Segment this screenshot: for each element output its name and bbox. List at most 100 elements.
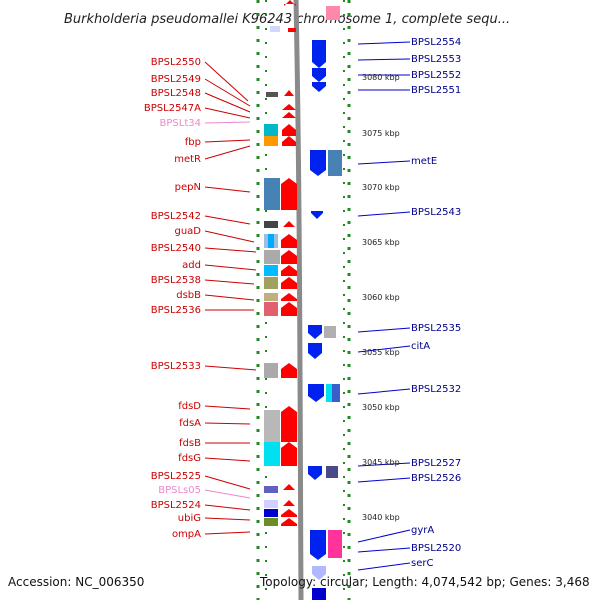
cds-arrow[interactable] (281, 293, 297, 301)
gene-label-BPSLt34[interactable]: BPSLt34 (160, 118, 201, 129)
gene-label-BPSL2554[interactable]: BPSL2554 (411, 37, 461, 48)
gene-label-BPSL2543[interactable]: BPSL2543 (411, 207, 461, 218)
feature-block[interactable] (264, 124, 278, 136)
gene-label-BPSL2533[interactable]: BPSL2533 (151, 361, 201, 372)
gene-label-BPSL2540[interactable]: BPSL2540 (151, 243, 201, 254)
gene-label-BPSL2538[interactable]: BPSL2538 (151, 275, 201, 286)
feature-block[interactable] (288, 28, 296, 32)
feature-block[interactable] (264, 178, 280, 210)
cds-arrow[interactable] (308, 343, 322, 359)
gene-label-BPSL2553[interactable]: BPSL2553 (411, 54, 461, 65)
cds-arrow[interactable] (281, 363, 297, 378)
gene-label-BPSL2520[interactable]: BPSL2520 (411, 543, 461, 554)
gene-label-fdsA[interactable]: fdsA (179, 418, 201, 429)
cds-arrow[interactable] (281, 277, 297, 289)
feature-block[interactable] (264, 250, 280, 264)
gene-label-BPSL2532[interactable]: BPSL2532 (411, 384, 461, 395)
cds-arrow[interactable] (281, 265, 297, 276)
cds-arrow[interactable] (281, 250, 297, 264)
feature-block[interactable] (264, 509, 278, 517)
feature-block[interactable] (264, 500, 278, 508)
cds-arrow[interactable] (312, 68, 326, 82)
cds-arrow[interactable] (281, 518, 297, 526)
gene-label-serC[interactable]: serC (411, 558, 433, 569)
feature-block[interactable] (312, 588, 326, 600)
cds-arrow[interactable] (281, 442, 297, 466)
cds-arrow[interactable] (282, 112, 296, 118)
gene-label-metR[interactable]: metR (174, 154, 201, 165)
gene-label-guaD[interactable]: guaD (174, 226, 201, 237)
gene-label-fdsG[interactable]: fdsG (178, 453, 201, 464)
cds-arrow[interactable] (281, 234, 297, 248)
feature-block[interactable] (264, 293, 278, 301)
feature-block[interactable] (326, 466, 338, 478)
cds-arrow[interactable] (308, 325, 322, 339)
gene-label-dsbB[interactable]: dsbB (176, 290, 201, 301)
gene-label-metE[interactable]: metE (411, 156, 437, 167)
feature-block[interactable] (264, 486, 278, 493)
cds-arrow[interactable] (310, 150, 326, 176)
gene-label-BPSL2526[interactable]: BPSL2526 (411, 473, 461, 484)
gene-label-fdsB[interactable]: fdsB (179, 438, 201, 449)
cds-arrow[interactable] (281, 302, 297, 316)
feature-block[interactable] (328, 530, 342, 558)
cds-arrow[interactable] (310, 530, 326, 560)
cds-arrow[interactable] (281, 509, 297, 517)
feature-block[interactable] (328, 150, 342, 176)
gene-label-BPSL2549[interactable]: BPSL2549 (151, 74, 201, 85)
cds-arrow[interactable] (284, 90, 294, 96)
cds-arrow[interactable] (311, 211, 323, 219)
cds-arrow[interactable] (312, 82, 326, 92)
feature-block[interactable] (264, 221, 278, 228)
cds-arrow[interactable] (282, 124, 296, 136)
gene-label-BPSLs05[interactable]: BPSLs05 (158, 485, 201, 496)
gene-label-BPSL2542[interactable]: BPSL2542 (151, 211, 201, 222)
feature-block[interactable] (270, 26, 280, 32)
feature-block[interactable] (264, 410, 280, 442)
gene-label-BPSL2536[interactable]: BPSL2536 (151, 305, 201, 316)
cds-arrow[interactable] (308, 466, 322, 480)
gene-label-BPSL2535[interactable]: BPSL2535 (411, 323, 461, 334)
feature-block[interactable] (264, 302, 278, 316)
feature-block[interactable] (264, 442, 280, 466)
gene-label-ubiG[interactable]: ubiG (178, 513, 201, 524)
gene-label-citA[interactable]: citA (411, 341, 430, 352)
gene-label-add[interactable]: add (182, 260, 201, 271)
gene-label-BPSL2551[interactable]: BPSL2551 (411, 85, 461, 96)
feature-block[interactable] (324, 326, 336, 338)
cds-arrow[interactable] (282, 136, 296, 146)
gene-label-BPSL2525[interactable]: BPSL2525 (151, 471, 201, 482)
gene-label-BPSL2527[interactable]: BPSL2527 (411, 458, 461, 469)
cds-arrow[interactable] (281, 178, 297, 210)
cds-arrow[interactable] (284, 0, 296, 6)
gene-label-BPSL2552[interactable]: BPSL2552 (411, 70, 461, 81)
feature-block[interactable] (264, 136, 278, 146)
cds-arrow[interactable] (312, 566, 326, 580)
feature-block[interactable] (326, 6, 340, 20)
feature-block[interactable] (264, 363, 278, 378)
cds-arrow[interactable] (281, 406, 297, 442)
gene-label-gyrA[interactable]: gyrA (411, 525, 434, 536)
gene-label-ompA[interactable]: ompA (172, 529, 201, 540)
gene-label-BPSL2548[interactable]: BPSL2548 (151, 88, 201, 99)
gene-label-BPSL2524[interactable]: BPSL2524 (151, 500, 201, 511)
gene-label-BPSL2550[interactable]: BPSL2550 (151, 57, 201, 68)
gene-label-fbp[interactable]: fbp (185, 137, 201, 148)
feature-block[interactable] (326, 384, 332, 402)
feature-block[interactable] (268, 234, 274, 248)
gene-label-pepN[interactable]: pepN (175, 182, 201, 193)
feature-block[interactable] (266, 92, 278, 97)
cds-arrow[interactable] (308, 384, 324, 402)
feature-block[interactable] (264, 277, 278, 289)
feature-block[interactable] (264, 518, 278, 526)
cds-arrow[interactable] (283, 500, 295, 506)
cds-arrow[interactable] (282, 104, 296, 110)
gene-label-BPSL2547A[interactable]: BPSL2547A (144, 103, 201, 114)
forward-strand-features (264, 0, 297, 526)
feature-block[interactable] (332, 384, 340, 402)
gene-label-fdsD[interactable]: fdsD (178, 401, 201, 412)
feature-block[interactable] (264, 265, 278, 276)
cds-arrow[interactable] (283, 484, 295, 490)
cds-arrow[interactable] (283, 221, 295, 227)
cds-arrow[interactable] (312, 40, 326, 68)
